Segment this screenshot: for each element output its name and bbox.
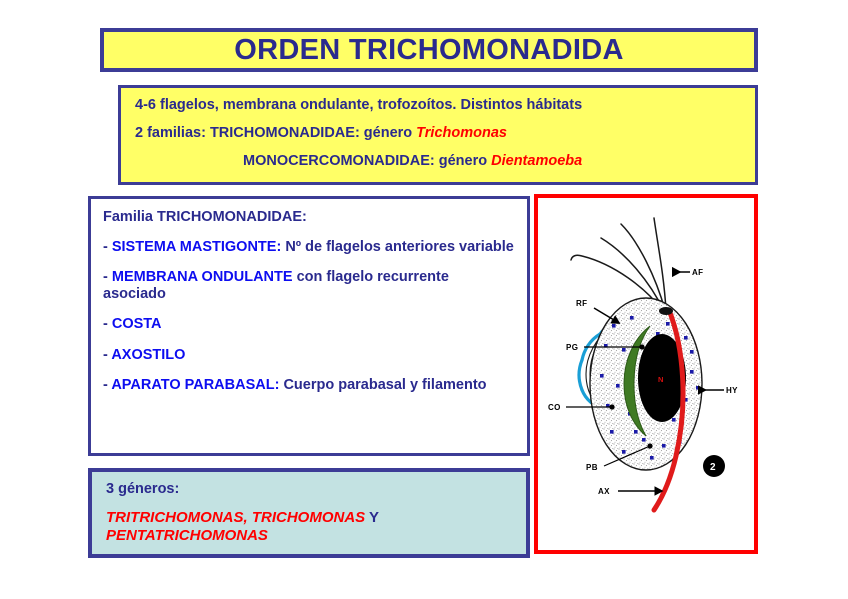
feature-term: COSTA <box>111 316 162 333</box>
label-pg: PG <box>566 343 645 352</box>
page-title: ORDEN TRICHOMONADIDA <box>234 33 624 66</box>
label-co-text: CO <box>548 403 561 412</box>
intro-line-2: 2 familias: TRICHOMONADIDAE: género Tric… <box>135 124 741 142</box>
diagram-panel: AF <box>534 194 758 554</box>
genera-list-part1: TRITRICHOMONAS, TRICHOMONAS <box>106 509 366 526</box>
genera-heading: 3 géneros: <box>106 481 180 497</box>
feature-item-costa: - COSTA <box>103 316 515 333</box>
nucleus-icon <box>638 334 686 422</box>
feature-term: APARATO PARABASAL: <box>111 376 280 393</box>
label-co: CO <box>548 403 615 412</box>
intro-line-1: 4-6 flagelos, membrana ondulante, trofoz… <box>135 97 583 113</box>
feature-dash: - <box>103 376 112 393</box>
feature-item-sistema-mastigonte: - SISTEMA MASTIGONTE: Nº de flagelos ant… <box>103 239 515 256</box>
label-nucleus-text: N <box>658 375 663 384</box>
genus-dientamoeba: Dientamoeba <box>491 152 583 169</box>
intro-box: 4-6 flagelos, membrana ondulante, trofoz… <box>118 85 758 185</box>
feature-term: AXOSTILO <box>111 346 186 363</box>
intro-line-3: MONOCERCOMONADIDAE: género Dientamoeba <box>135 152 741 170</box>
feature-rest: Cuerpo parabasal y filamento <box>279 376 487 393</box>
label-af-text: AF <box>692 268 703 277</box>
intro-line-3-prefix: MONOCERCOMONADIDAE: género <box>243 152 492 169</box>
parabasal-body-icon <box>623 325 651 437</box>
trichomonad-diagram: AF <box>548 217 738 513</box>
label-pb-text: PB <box>586 463 598 472</box>
anterior-flagella-icon <box>570 217 667 312</box>
label-ax: AX <box>598 486 664 496</box>
features-box: Familia TRICHOMONADIDAE: - SISTEMA MASTI… <box>88 196 530 456</box>
feature-dash: - <box>103 316 112 333</box>
slide-title-box: ORDEN TRICHOMONADIDA <box>100 28 758 72</box>
feature-dash: - <box>103 239 112 256</box>
label-hy-text: HY <box>726 386 738 395</box>
feature-rest: con flagelo recurrente asociado <box>103 269 449 303</box>
genera-list: TRITRICHOMONAS, TRICHOMONAS Y PENTATRICH… <box>106 509 512 546</box>
genus-trichomonas: Trichomonas <box>416 124 507 141</box>
genera-list-part2: PENTATRICHOMONAS <box>106 527 268 545</box>
feature-term: SISTEMA MASTIGONTE: <box>111 239 282 256</box>
features-heading: Familia TRICHOMONADIDAE: <box>103 209 307 225</box>
feature-item-axostilo: - AXOSTILO <box>103 347 515 364</box>
genera-box: 3 géneros: TRITRICHOMONAS, TRICHOMONAS Y… <box>88 468 530 558</box>
intro-line-2-prefix: 2 familias: TRICHOMONADIDAE: género <box>135 124 417 141</box>
genera-conjunction: Y <box>365 509 379 526</box>
label-pb: PB <box>586 443 653 472</box>
feature-dash: - <box>103 269 112 286</box>
feature-item-membrana-ondulante: - MEMBRANA ONDULANTE con flagelo recurre… <box>103 269 515 303</box>
figure-number-text: 2 <box>710 462 716 473</box>
figure-number-badge: 2 <box>703 455 725 477</box>
label-pg-text: PG <box>566 343 578 352</box>
label-rf-text: RF <box>576 299 587 308</box>
kinetosome-icon <box>659 307 673 315</box>
label-rf: RF <box>576 299 621 324</box>
feature-term: MEMBRANA ONDULANTE <box>111 269 293 286</box>
feature-rest: Nº de flagelos anteriores variable <box>281 239 514 256</box>
feature-item-aparato-parabasal: - APARATO PARABASAL: Cuerpo parabasal y … <box>103 377 515 394</box>
label-ax-text: AX <box>598 487 610 496</box>
label-hy: HY <box>698 385 738 395</box>
feature-dash: - <box>103 346 112 363</box>
label-af: AF <box>672 266 703 278</box>
